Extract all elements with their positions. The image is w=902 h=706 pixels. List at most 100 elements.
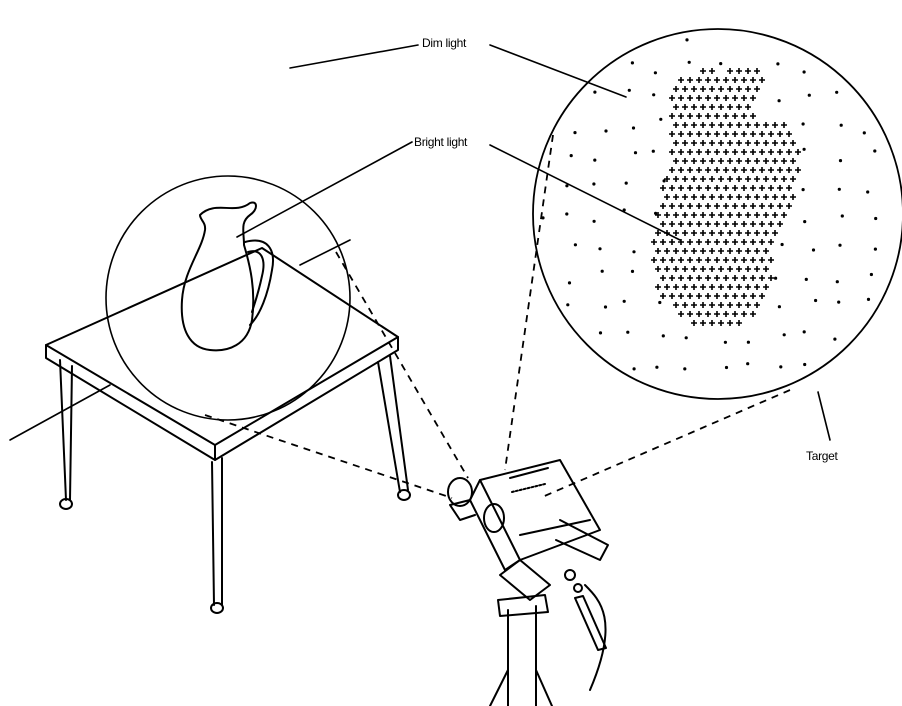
bright-cross [745,248,751,254]
target-circle [533,29,902,399]
bright-cross [763,194,769,200]
bright-cross [705,257,711,263]
bright-cross [691,230,697,236]
bright-cross [651,257,657,263]
bright-cross [682,284,688,290]
dim-dot [541,216,544,219]
bright-cross [741,167,747,173]
bright-cross [664,194,670,200]
bright-cross [736,158,742,164]
dim-dot [685,38,688,41]
bright-cross [687,113,693,119]
bright-cross [700,230,706,236]
bright-cross [669,131,675,137]
bright-cross [687,275,693,281]
bright-cross [750,149,756,155]
bright-cross [777,221,783,227]
dim-dot [724,341,727,344]
bright-cross [759,203,765,209]
bright-cross [687,257,693,263]
bright-cross [772,194,778,200]
bright-cross [732,239,738,245]
bright-cross [691,194,697,200]
bright-cross [750,95,756,101]
bright-cross [772,122,778,128]
bright-cross [750,257,756,263]
bright-cross [786,167,792,173]
bright-cross [687,149,693,155]
bright-cross [727,86,733,92]
bright-cross [781,212,787,218]
bright-cross [718,158,724,164]
bright-cross [790,158,796,164]
bright-cross [795,149,801,155]
bright-cross [678,167,684,173]
bright-cross [673,176,679,182]
bright-cross [750,131,756,137]
bright-cross [673,302,679,308]
bright-cross [682,86,688,92]
bright-cross [772,176,778,182]
dim-dot [803,70,806,73]
dim-dot [573,131,576,134]
bright-cross [669,113,675,119]
bright-cross [736,248,742,254]
bright-cross [759,167,765,173]
bright-cross [696,239,702,245]
bright-cross [691,122,697,128]
bright-cross [727,248,733,254]
dim-dot [874,217,877,220]
bright-cross [691,302,697,308]
bright-cross [682,212,688,218]
bright-cross [696,77,702,83]
dim-dot [803,220,806,223]
bright-cross [736,122,742,128]
bright-cross [759,149,765,155]
dim-dot [838,244,841,247]
bright-cross [714,293,720,299]
bright-cross [732,149,738,155]
bright-cross [714,239,720,245]
bright-cross [763,176,769,182]
bright-cross [741,95,747,101]
bright-cross [763,230,769,236]
bright-cross [714,95,720,101]
bright-cross [709,176,715,182]
bright-cross [682,302,688,308]
bright-cross [718,212,724,218]
bright-cross [718,122,724,128]
dim-dot [659,118,662,121]
bright-cross [709,320,715,326]
bright-cross [723,275,729,281]
bright-cross [745,176,751,182]
dim-dot [599,331,602,334]
bright-cross [709,284,715,290]
dim-dot [685,336,688,339]
bright-cross [700,194,706,200]
bright-cross [696,257,702,263]
dim-dot [840,124,843,127]
bright-cross [727,68,733,74]
bright-cross [687,221,693,227]
bright-cross [736,284,742,290]
bright-cross [700,284,706,290]
bright-cross [754,284,760,290]
dim-dot [803,330,806,333]
bright-cross [786,203,792,209]
bright-cross [705,203,711,209]
dim-dot [781,243,784,246]
bright-cross [763,266,769,272]
bright-cross [723,131,729,137]
bright-cross [705,311,711,317]
dim-dots [541,38,877,370]
bright-cross [714,113,720,119]
bright-cross [745,266,751,272]
bright-cross [669,257,675,263]
bright-cross [673,266,679,272]
bright-cross [786,185,792,191]
bright-cross [768,131,774,137]
dim-dot [719,62,722,65]
dim-dot [568,281,571,284]
bright-cross [736,212,742,218]
